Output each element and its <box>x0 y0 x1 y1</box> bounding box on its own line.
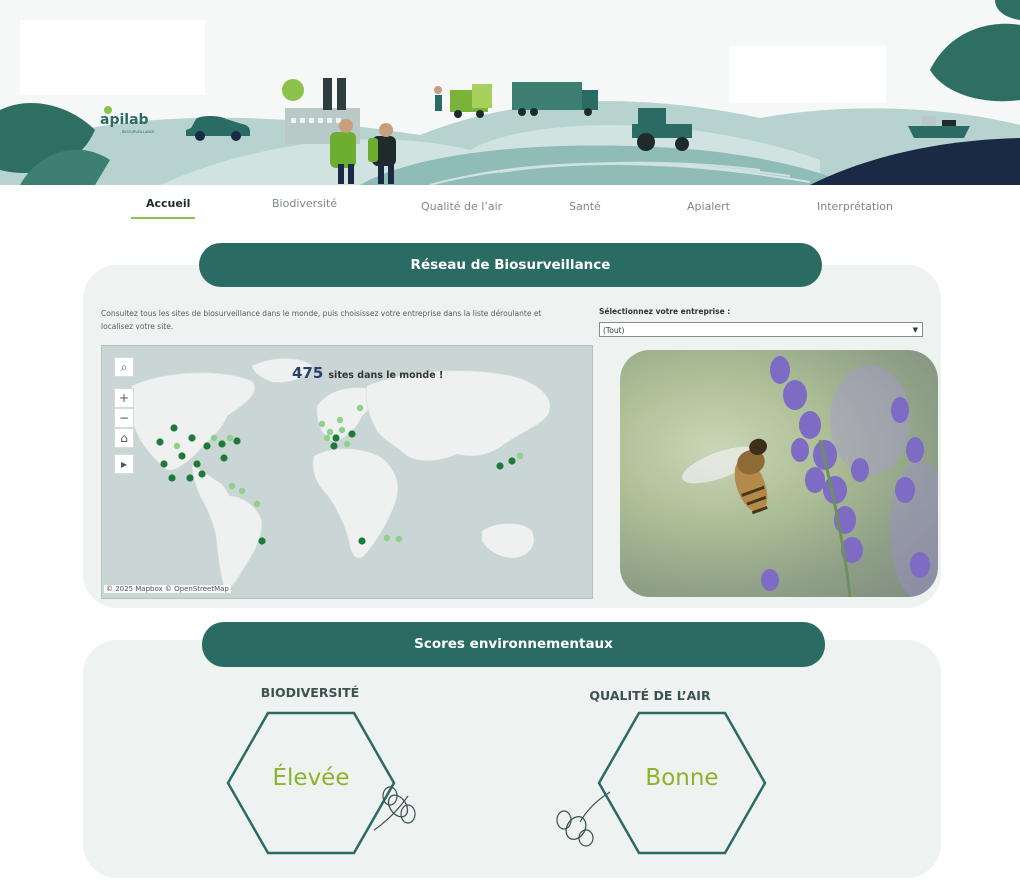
site-marker[interactable] <box>330 442 338 450</box>
site-marker[interactable] <box>395 535 403 543</box>
nav-tab-interpretation[interactable]: Interprétation <box>817 200 893 213</box>
company-select[interactable]: (Tout) ▼ <box>599 322 923 337</box>
site-marker[interactable] <box>356 404 364 412</box>
nav-tab-qualite-air[interactable]: Qualité de l’air <box>421 200 503 213</box>
site-marker[interactable] <box>156 438 164 446</box>
scores-panel <box>83 640 941 878</box>
bee-icon <box>556 791 611 847</box>
site-marker[interactable] <box>332 434 340 442</box>
sites-count-label: 475 sites dans le monde ! <box>292 363 443 382</box>
bee-photo <box>620 350 938 597</box>
site-marker[interactable] <box>193 460 201 468</box>
score-biodiversite-label: BIODIVERSITÉ <box>260 685 360 700</box>
logo: apilab <box>100 112 149 128</box>
site-marker[interactable] <box>258 537 266 545</box>
home-icon: ⌂ <box>120 431 128 445</box>
nav-tab-sante[interactable]: Santé <box>569 200 601 213</box>
site-marker[interactable] <box>343 440 351 448</box>
score-qualite-air-label: QUALITÉ DE L’AIR <box>589 688 711 703</box>
score-qualite-air-value: Bonne <box>645 765 719 791</box>
bee-on-lavender-image <box>682 356 938 597</box>
site-marker[interactable] <box>218 440 226 448</box>
scores-section-title: Scores environnementaux <box>202 622 825 667</box>
site-marker[interactable] <box>318 420 326 428</box>
bee-icon <box>373 786 416 831</box>
site-marker[interactable] <box>188 434 196 442</box>
sites-map[interactable]: ⌕ + − ⌂ ▸ 475 sites dans le monde ! © 20… <box>101 345 593 599</box>
site-marker[interactable] <box>173 442 181 450</box>
company-select-value: (Tout) <box>603 326 625 335</box>
nav-tab-biodiversite[interactable]: Biodiversité <box>272 197 338 210</box>
site-marker[interactable] <box>336 416 344 424</box>
site-marker[interactable] <box>496 462 504 470</box>
site-marker[interactable] <box>238 487 246 495</box>
zoom-out-icon: − <box>118 411 130 425</box>
svg-text:BIOSURVEILLANCE: BIOSURVEILLANCE <box>122 130 155 134</box>
search-icon: ⌕ <box>120 360 128 374</box>
site-marker[interactable] <box>323 434 331 442</box>
score-biodiversite-value: Élevée <box>272 765 350 791</box>
nav-active-underline <box>131 217 195 219</box>
network-description: Consultez tous les sites de biosurveilla… <box>101 309 542 331</box>
site-marker[interactable] <box>253 500 261 508</box>
site-marker[interactable] <box>358 537 366 545</box>
nav-tab-accueil[interactable]: Accueil <box>146 197 191 210</box>
site-marker[interactable] <box>233 437 241 445</box>
site-marker[interactable] <box>508 457 516 465</box>
company-select-label: Sélectionnez votre entreprise : <box>599 307 731 316</box>
chevron-down-icon: ▼ <box>912 326 918 334</box>
site-markers <box>156 404 524 545</box>
nav-tab-apialert[interactable]: Apialert <box>687 200 730 213</box>
network-section-title: Réseau de Biosurveillance <box>199 243 822 287</box>
map-play-button[interactable]: ▸ <box>114 454 134 474</box>
site-marker[interactable] <box>226 434 234 442</box>
zoom-in-icon: + <box>118 391 130 405</box>
site-marker[interactable] <box>516 452 524 460</box>
play-icon: ▸ <box>120 457 128 471</box>
site-marker[interactable] <box>210 434 218 442</box>
score-biodiversite-hexagon <box>226 711 396 855</box>
site-marker[interactable] <box>338 426 346 434</box>
map-zoom-out-button[interactable]: − <box>114 408 134 428</box>
site-marker[interactable] <box>203 442 211 450</box>
site-marker[interactable] <box>168 474 176 482</box>
score-qualite-air-hexagon <box>597 711 767 855</box>
site-marker[interactable] <box>178 452 186 460</box>
main-nav: Accueil Biodiversité Qualité de l’air Sa… <box>0 197 1020 223</box>
site-marker[interactable] <box>326 428 334 436</box>
map-search-button[interactable]: ⌕ <box>114 357 134 377</box>
site-marker[interactable] <box>220 454 228 462</box>
sites-count-suffix: sites dans le monde ! <box>328 370 444 381</box>
world-map <box>129 358 551 593</box>
map-home-button[interactable]: ⌂ <box>114 428 134 448</box>
map-attribution[interactable]: © 2025 Mapbox © OpenStreetMap <box>104 585 231 593</box>
sites-count: 475 <box>292 364 324 382</box>
site-marker[interactable] <box>348 430 356 438</box>
site-marker[interactable] <box>228 482 236 490</box>
site-marker[interactable] <box>170 424 178 432</box>
header-banner: apilab BIOSURVEILLANCE <box>0 0 1020 185</box>
site-marker[interactable] <box>186 474 194 482</box>
site-marker[interactable] <box>160 460 168 468</box>
site-marker[interactable] <box>198 470 206 478</box>
map-zoom-in-button[interactable]: + <box>114 388 134 408</box>
site-marker[interactable] <box>383 534 391 542</box>
